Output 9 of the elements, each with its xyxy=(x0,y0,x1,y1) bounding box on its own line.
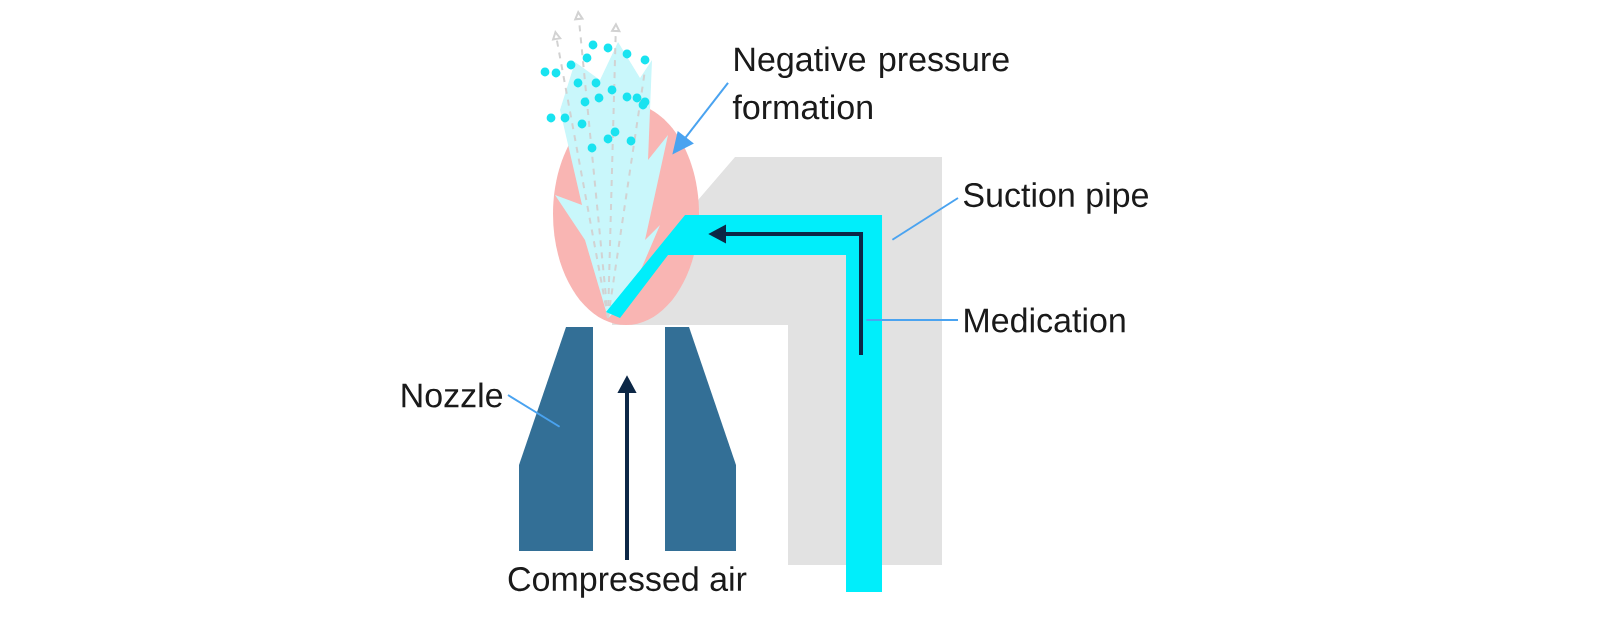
callout-label: Negative pressure formation xyxy=(732,46,1009,120)
callout-label: Nozzle xyxy=(402,382,503,408)
callout-label: Suction pipe xyxy=(963,182,1148,214)
caption-label: Compressed air xyxy=(508,566,747,598)
leader-line xyxy=(891,197,959,241)
leader-line xyxy=(507,394,561,428)
nozzle xyxy=(519,327,736,551)
leader-line xyxy=(865,319,959,321)
callout-label: Medication xyxy=(965,307,1125,333)
